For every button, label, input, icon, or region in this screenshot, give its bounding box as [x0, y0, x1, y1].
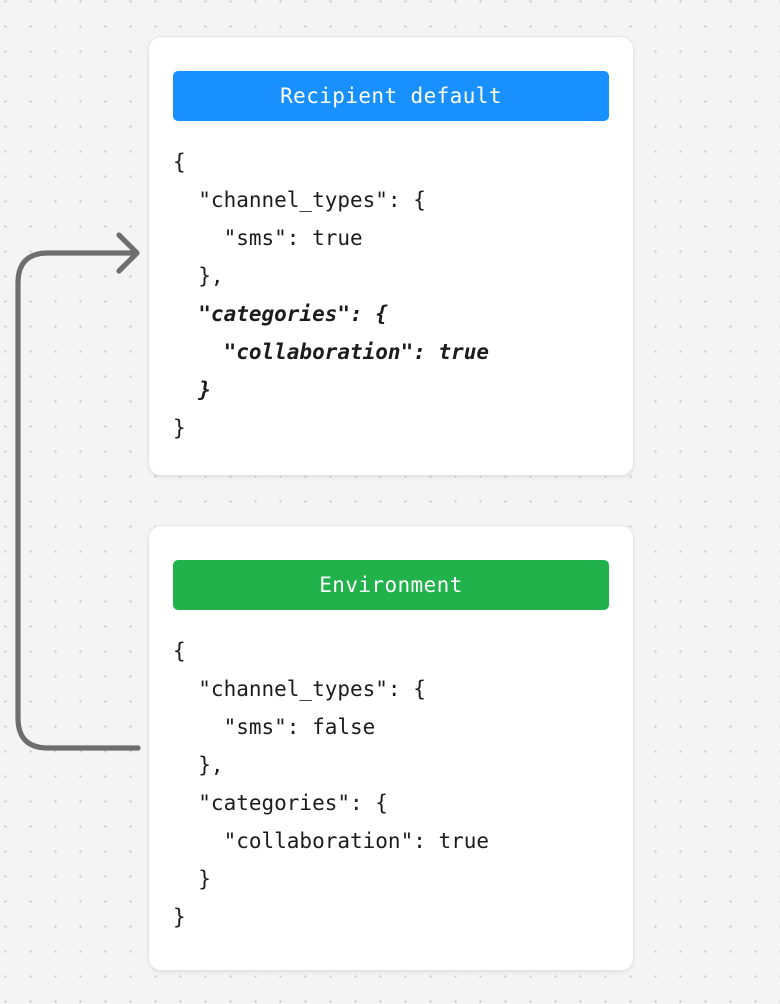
json-line: }, [173, 264, 224, 288]
json-line: } [173, 867, 211, 891]
json-line: "channel_types": { [173, 188, 426, 212]
json-line: "collaboration": true [173, 340, 490, 364]
json-line: "channel_types": { [173, 677, 426, 701]
json-line: } [173, 416, 186, 440]
json-line: { [173, 150, 186, 174]
json-line: "collaboration": true [173, 829, 490, 853]
card-header-environment: Environment [173, 560, 609, 610]
card-header-label: Environment [319, 573, 463, 597]
json-line: } [173, 378, 211, 402]
json-line: { [173, 639, 186, 663]
json-preview-environment: { "channel_types": { "sms": false }, "ca… [173, 632, 609, 936]
json-preview-recipient-default: { "channel_types": { "sms": true }, "cat… [173, 143, 609, 447]
card-recipient-default[interactable]: Recipient default { "channel_types": { "… [148, 36, 634, 476]
json-line: "sms": false [173, 715, 376, 739]
card-header-label: Recipient default [280, 84, 502, 108]
card-header-recipient-default: Recipient default [173, 71, 609, 121]
json-line: "sms": true [173, 226, 363, 250]
json-line: } [173, 905, 186, 929]
json-line: "categories": { [173, 791, 388, 815]
json-line: "categories": { [173, 302, 388, 326]
json-line: }, [173, 753, 224, 777]
card-environment[interactable]: Environment { "channel_types": { "sms": … [148, 525, 634, 971]
